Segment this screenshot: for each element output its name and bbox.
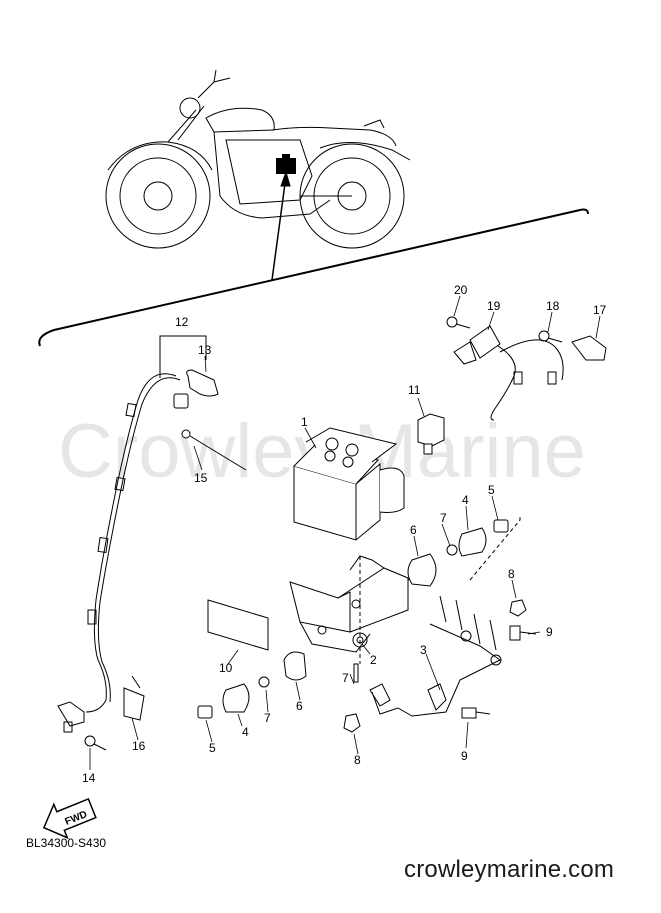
callout-19: 19 [487,299,501,313]
callout-6: 6 [410,523,417,537]
front-sensor-harness [57,335,247,751]
abs-hydraulic-unit [293,427,405,541]
callout-16: 16 [132,739,146,753]
callout-12: 12 [175,315,189,329]
diagram-code: BL34300-S430 [26,836,107,850]
callout-6: 6 [296,699,303,713]
callout-1: 1 [301,415,308,429]
callout-8: 8 [354,753,361,767]
callout-7: 7 [342,671,349,685]
callout-18: 18 [546,299,560,313]
callout-2: 2 [370,653,377,667]
callout-9: 9 [546,625,553,639]
callout-4: 4 [462,493,469,507]
callout-3: 3 [420,643,427,657]
callout-4: 4 [242,725,249,739]
motorcycle-outline [105,69,411,249]
connector-part [417,413,445,455]
callout-5: 5 [209,741,216,755]
callout-15: 15 [194,471,208,485]
callout-9: 9 [461,749,468,763]
callout-8: 8 [508,567,515,581]
callout-labels: 1 2 3 4 4 5 5 6 6 7 7 7 8 8 9 9 10 11 12… [82,283,607,785]
section-divider [38,208,589,347]
callout-7: 7 [264,711,271,725]
abs-location-marker [276,154,296,174]
callout-7: 7 [440,511,447,525]
callout-5: 5 [488,483,495,497]
callout-14: 14 [82,771,96,785]
callout-11: 11 [408,383,421,397]
fwd-arrow-icon: FWD [42,798,97,840]
rear-sensor-harness [446,316,607,421]
callout-10: 10 [219,661,233,675]
callout-20: 20 [454,283,468,297]
callout-17: 17 [593,303,607,317]
callout-13: 13 [198,343,212,357]
mounting-brackets [207,516,521,717]
fastener-hardware [197,519,537,733]
location-arrow [271,170,291,281]
website-text[interactable]: crowleymarine.com [404,856,615,883]
leader-lines [89,295,601,770]
